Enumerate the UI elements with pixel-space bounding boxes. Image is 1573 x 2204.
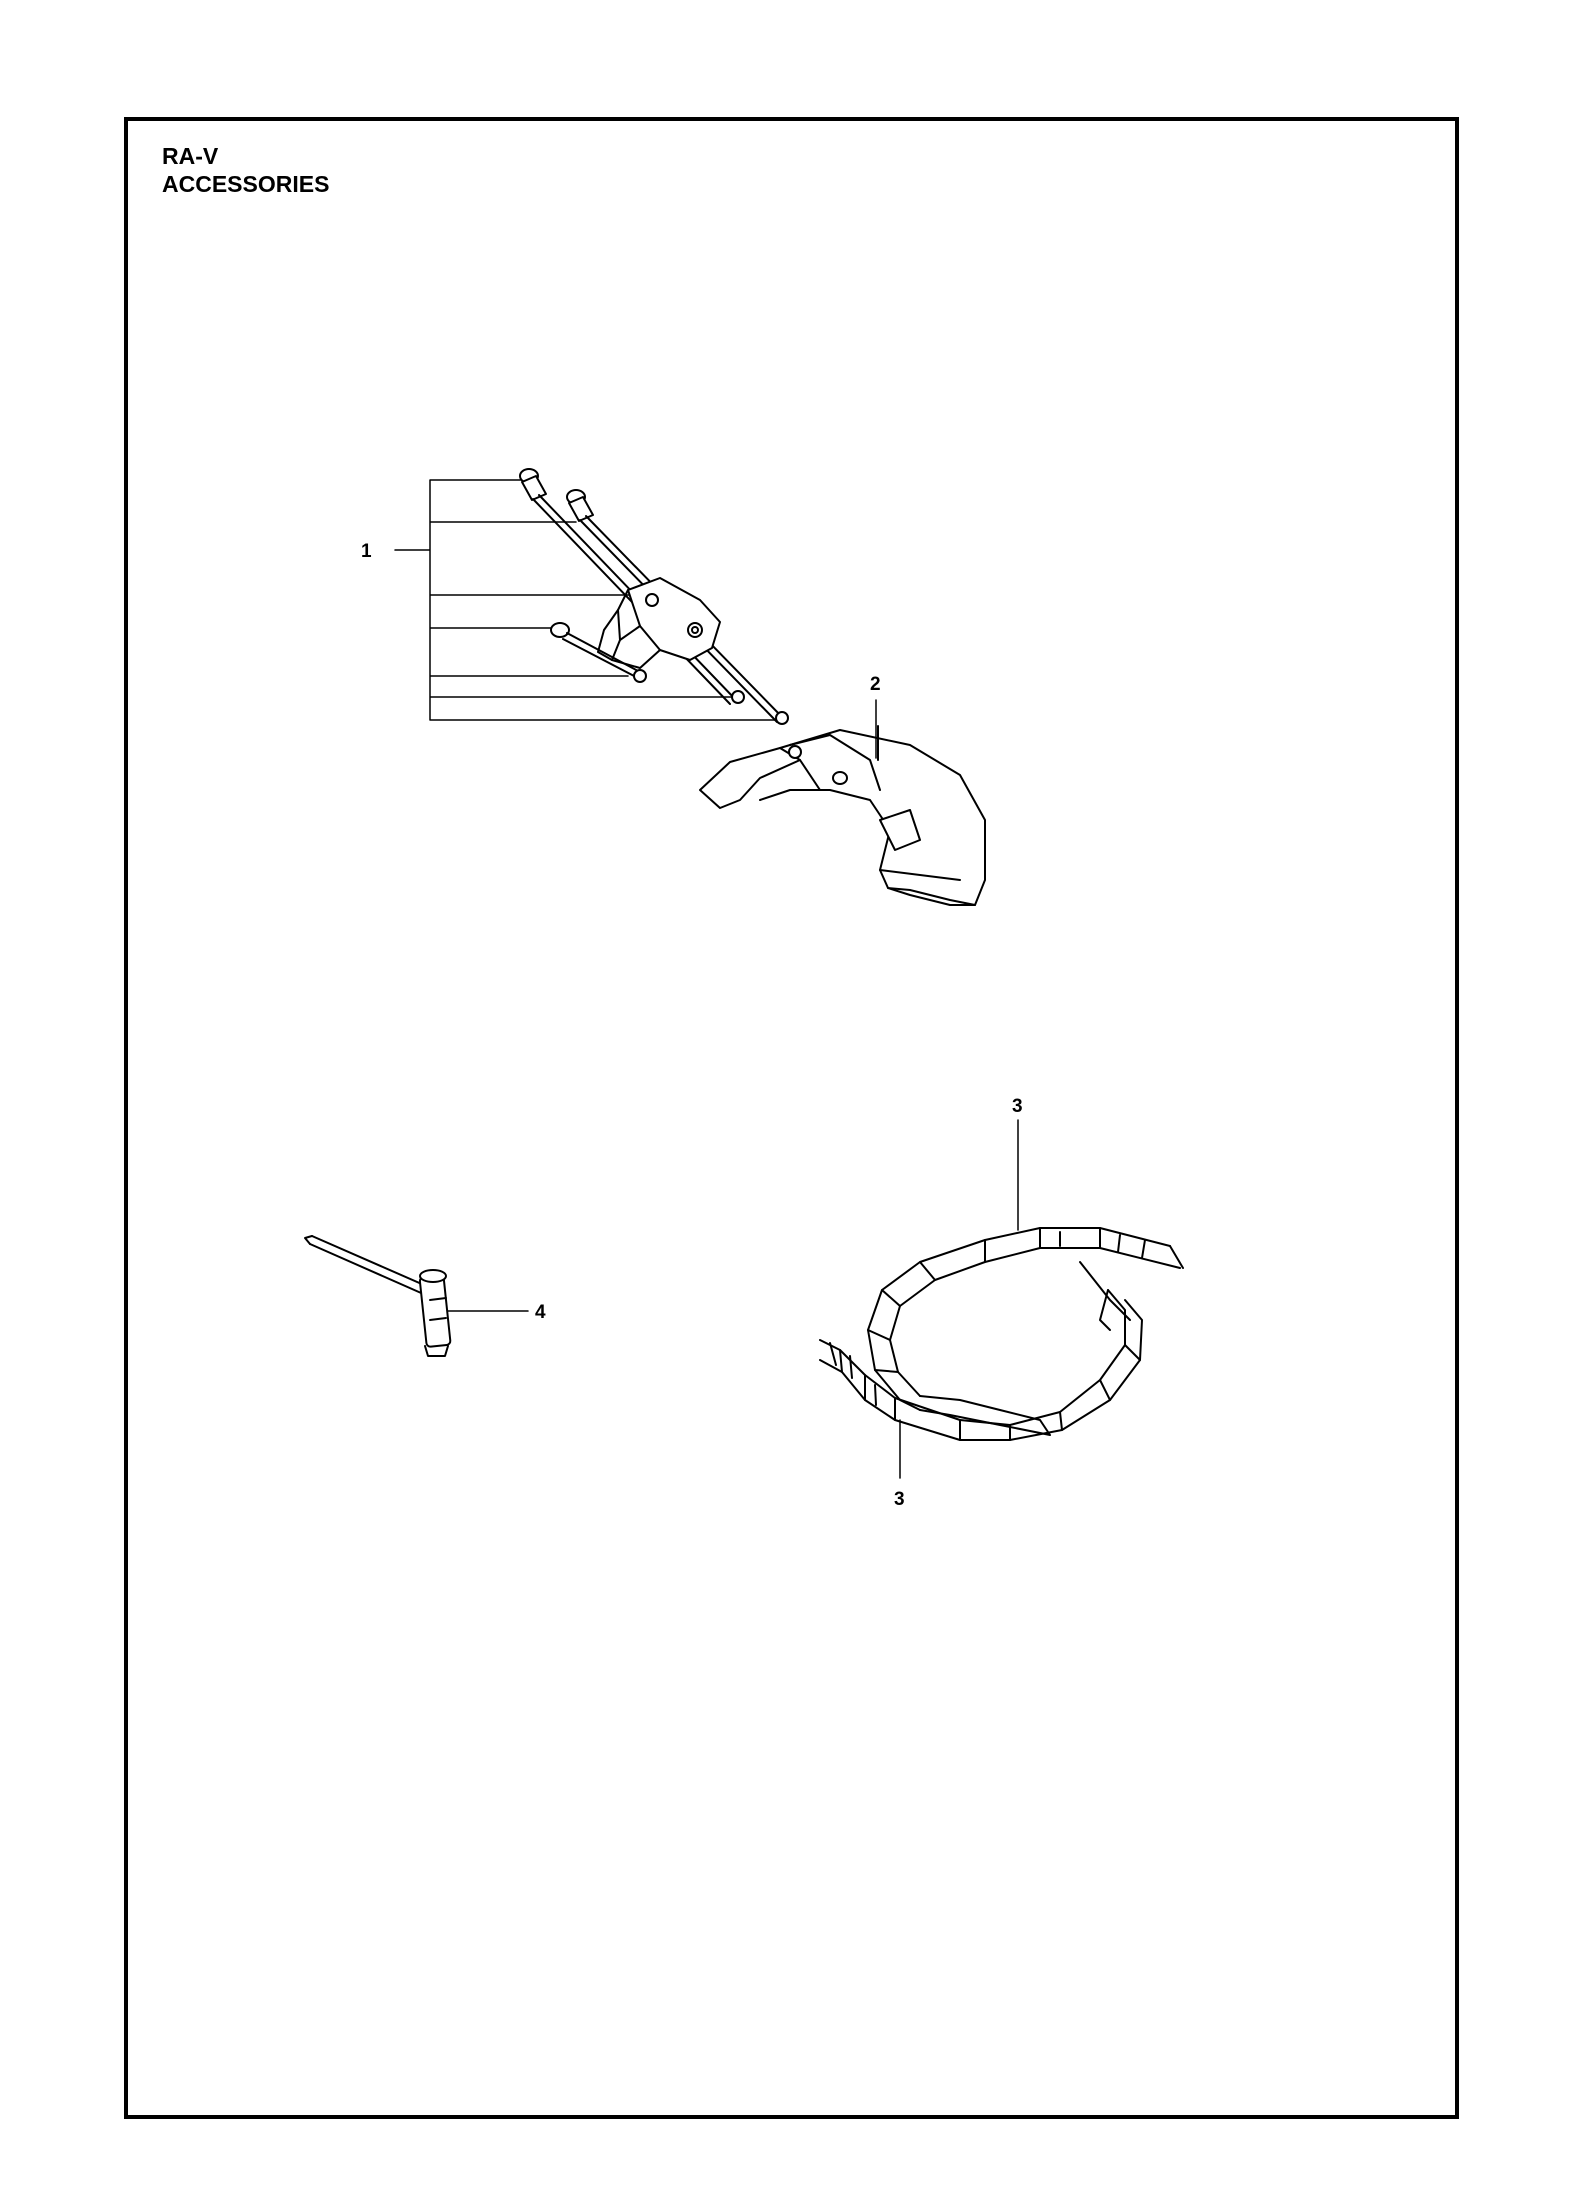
callout-3-upper: 3 (1012, 1096, 1023, 1117)
callout-1: 1 (361, 541, 372, 562)
section-label: ACCESSORIES (162, 171, 330, 197)
page-frame (124, 117, 1459, 2119)
page-title: RA-V ACCESSORIES (162, 142, 329, 198)
part-3-line-segments (819, 1227, 1184, 1441)
washer-2 (775, 711, 789, 725)
callout-3-lower: 3 (894, 1489, 905, 1510)
washer (731, 690, 745, 704)
callout-4: 4 (535, 1302, 546, 1323)
model-label: RA-V (162, 143, 219, 169)
clamp (597, 577, 721, 669)
nut (633, 669, 647, 683)
part-1-bracket-kit (394, 468, 789, 725)
part-4-spanner (304, 1235, 529, 1357)
callout-2: 2 (870, 674, 881, 695)
screw-long (519, 468, 737, 705)
bolt (550, 622, 641, 678)
part-2-trimmer-guard (699, 725, 986, 906)
